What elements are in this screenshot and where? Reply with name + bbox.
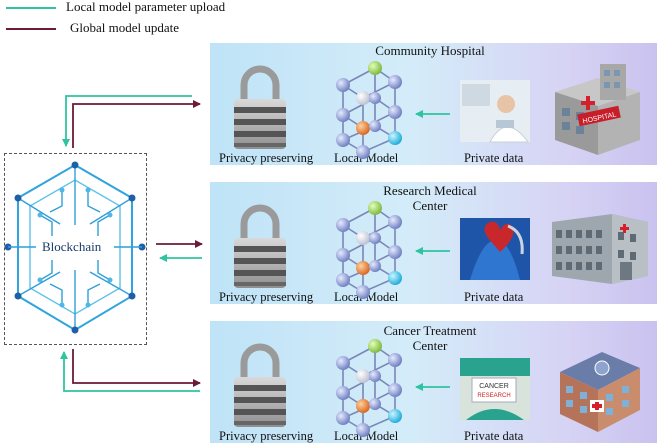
privacy-caption: Privacy preserving bbox=[219, 429, 314, 443]
upload-arrow-panel-1 bbox=[62, 95, 192, 147]
privacy-caption: Privacy preserving bbox=[219, 290, 314, 304]
private-data-photo bbox=[460, 358, 530, 420]
research-building-icon bbox=[552, 214, 648, 284]
update-arrow-panel-1 bbox=[72, 100, 201, 148]
data-caption: Private data bbox=[464, 429, 524, 443]
panel-title: Community Hospital bbox=[375, 43, 485, 58]
private-data-photo bbox=[460, 218, 530, 280]
private-data-photo bbox=[460, 80, 530, 143]
local-model-icon bbox=[335, 338, 403, 438]
update-arrow-panel-3 bbox=[72, 349, 201, 387]
lock-icon bbox=[234, 208, 286, 288]
data-caption: Private data bbox=[464, 151, 524, 165]
lock-icon bbox=[234, 69, 286, 149]
cancer-center-building-icon bbox=[560, 352, 640, 432]
data-caption: Private data bbox=[464, 290, 524, 304]
local-model-icon bbox=[335, 200, 403, 300]
blockchain-nodes bbox=[4, 161, 146, 334]
hospital-building-icon bbox=[555, 64, 640, 155]
privacy-caption: Privacy preserving bbox=[219, 151, 314, 165]
local-model-icon bbox=[335, 60, 403, 160]
upload-arrow-panel-3 bbox=[60, 351, 200, 392]
lock-icon bbox=[234, 347, 286, 427]
blockchain-label: Blockchain bbox=[40, 239, 104, 255]
photo-sign-text: CANCER bbox=[479, 383, 509, 390]
photo-sign-text: RESEARCH bbox=[477, 393, 510, 399]
legend-update-label: Global model update bbox=[70, 20, 180, 35]
legend-upload-label: Local model parameter upload bbox=[66, 0, 226, 14]
